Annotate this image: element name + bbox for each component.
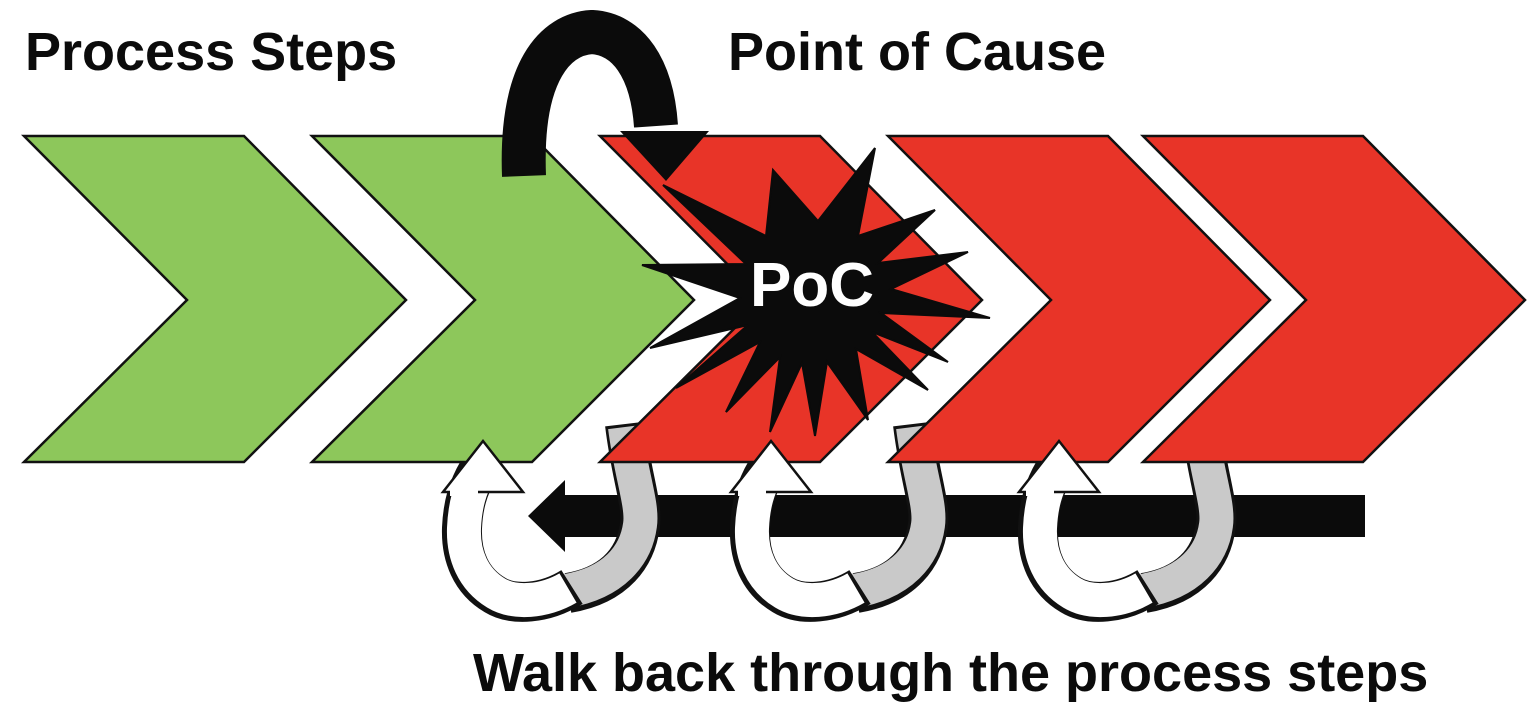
loop-arrow-back-segment bbox=[562, 421, 661, 613]
chevron-step-1-green bbox=[20, 134, 408, 464]
walk-back-caption: Walk back through the process steps bbox=[473, 643, 1429, 703]
poc-jump-arrowhead bbox=[620, 131, 709, 181]
loop-arrows-front bbox=[440, 438, 1148, 622]
poc-jump-arrow bbox=[501, 9, 709, 181]
chevron-step-5-red bbox=[1139, 134, 1527, 464]
loop-arrow-front-segment bbox=[440, 438, 583, 622]
process-step-chevrons bbox=[20, 134, 1527, 464]
point-of-cause-title: Point of Cause bbox=[728, 22, 1107, 82]
poc-starburst bbox=[641, 147, 991, 437]
loop-arrows-back bbox=[562, 421, 1216, 613]
loop-up-arrowhead bbox=[440, 438, 526, 494]
process-steps-title: Process Steps bbox=[25, 22, 398, 82]
poc-starburst-label: PoC bbox=[750, 251, 874, 320]
chevron-step-4-red bbox=[884, 134, 1272, 464]
